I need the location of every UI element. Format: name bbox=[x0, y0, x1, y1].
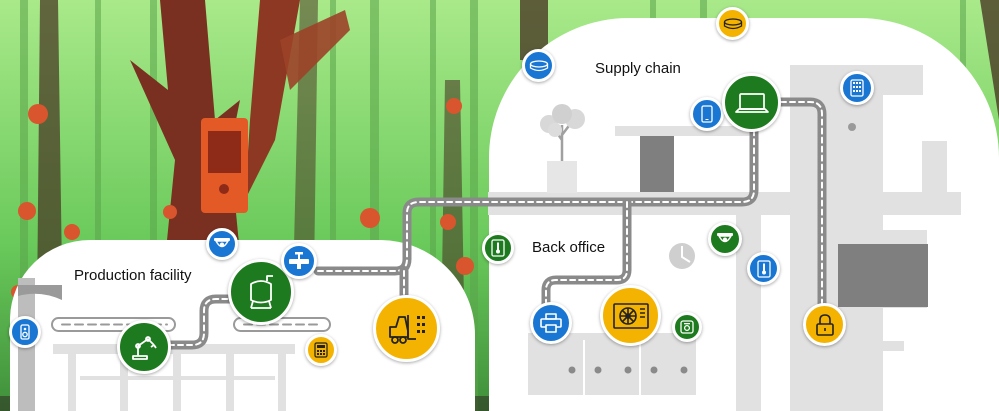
calculator-node[interactable] bbox=[305, 334, 337, 366]
robot-arm-icon bbox=[132, 336, 157, 360]
printer-node[interactable] bbox=[530, 302, 572, 344]
printer-icon bbox=[540, 313, 562, 333]
keypad-node[interactable] bbox=[840, 71, 874, 105]
tree-box bbox=[201, 118, 248, 213]
security-camera-node[interactable] bbox=[206, 228, 238, 260]
robot-arm-node[interactable] bbox=[117, 320, 171, 374]
forklift-node[interactable] bbox=[373, 295, 440, 362]
plant-icon bbox=[540, 104, 585, 193]
thermostat-icon bbox=[491, 239, 505, 257]
storage-tank-icon bbox=[250, 275, 273, 309]
valve-node[interactable] bbox=[281, 243, 317, 279]
smoke-detector-node-roof[interactable] bbox=[716, 7, 749, 40]
speaker-icon bbox=[20, 324, 30, 340]
smartphone-icon bbox=[701, 105, 713, 123]
smoke-detector-icon bbox=[680, 320, 694, 334]
smoke-detector-icon bbox=[723, 17, 742, 29]
calculator-icon bbox=[314, 342, 328, 358]
smoke-detector-node-supply[interactable] bbox=[522, 49, 555, 82]
zone-label-production-facility: Production facility bbox=[74, 267, 192, 284]
security-camera-node-back-office[interactable] bbox=[708, 222, 742, 256]
valve-icon bbox=[289, 252, 309, 269]
security-camera-icon bbox=[717, 233, 733, 243]
keypad-icon bbox=[850, 79, 864, 97]
laptop-icon bbox=[734, 92, 769, 113]
padlock-icon bbox=[815, 313, 834, 336]
thermostat-node-supply[interactable] bbox=[747, 252, 780, 285]
thermostat-icon bbox=[756, 259, 771, 278]
air-conditioner-node[interactable] bbox=[600, 285, 661, 346]
air-conditioner-icon bbox=[612, 302, 649, 329]
safe-sensor-node[interactable] bbox=[672, 312, 702, 342]
zone-label-supply-chain: Supply chain bbox=[595, 60, 681, 77]
clock-icon bbox=[669, 243, 695, 269]
smoke-detector-icon bbox=[529, 59, 548, 71]
smartphone-node[interactable] bbox=[690, 97, 724, 131]
thermostat-node-back-office[interactable] bbox=[482, 232, 514, 264]
forklift-icon bbox=[388, 314, 425, 344]
zone-label-back-office: Back office bbox=[532, 239, 606, 256]
laptop-node[interactable] bbox=[722, 73, 781, 132]
padlock-node[interactable] bbox=[803, 303, 846, 346]
speaker-node[interactable] bbox=[9, 316, 41, 348]
security-camera-icon bbox=[214, 238, 230, 248]
